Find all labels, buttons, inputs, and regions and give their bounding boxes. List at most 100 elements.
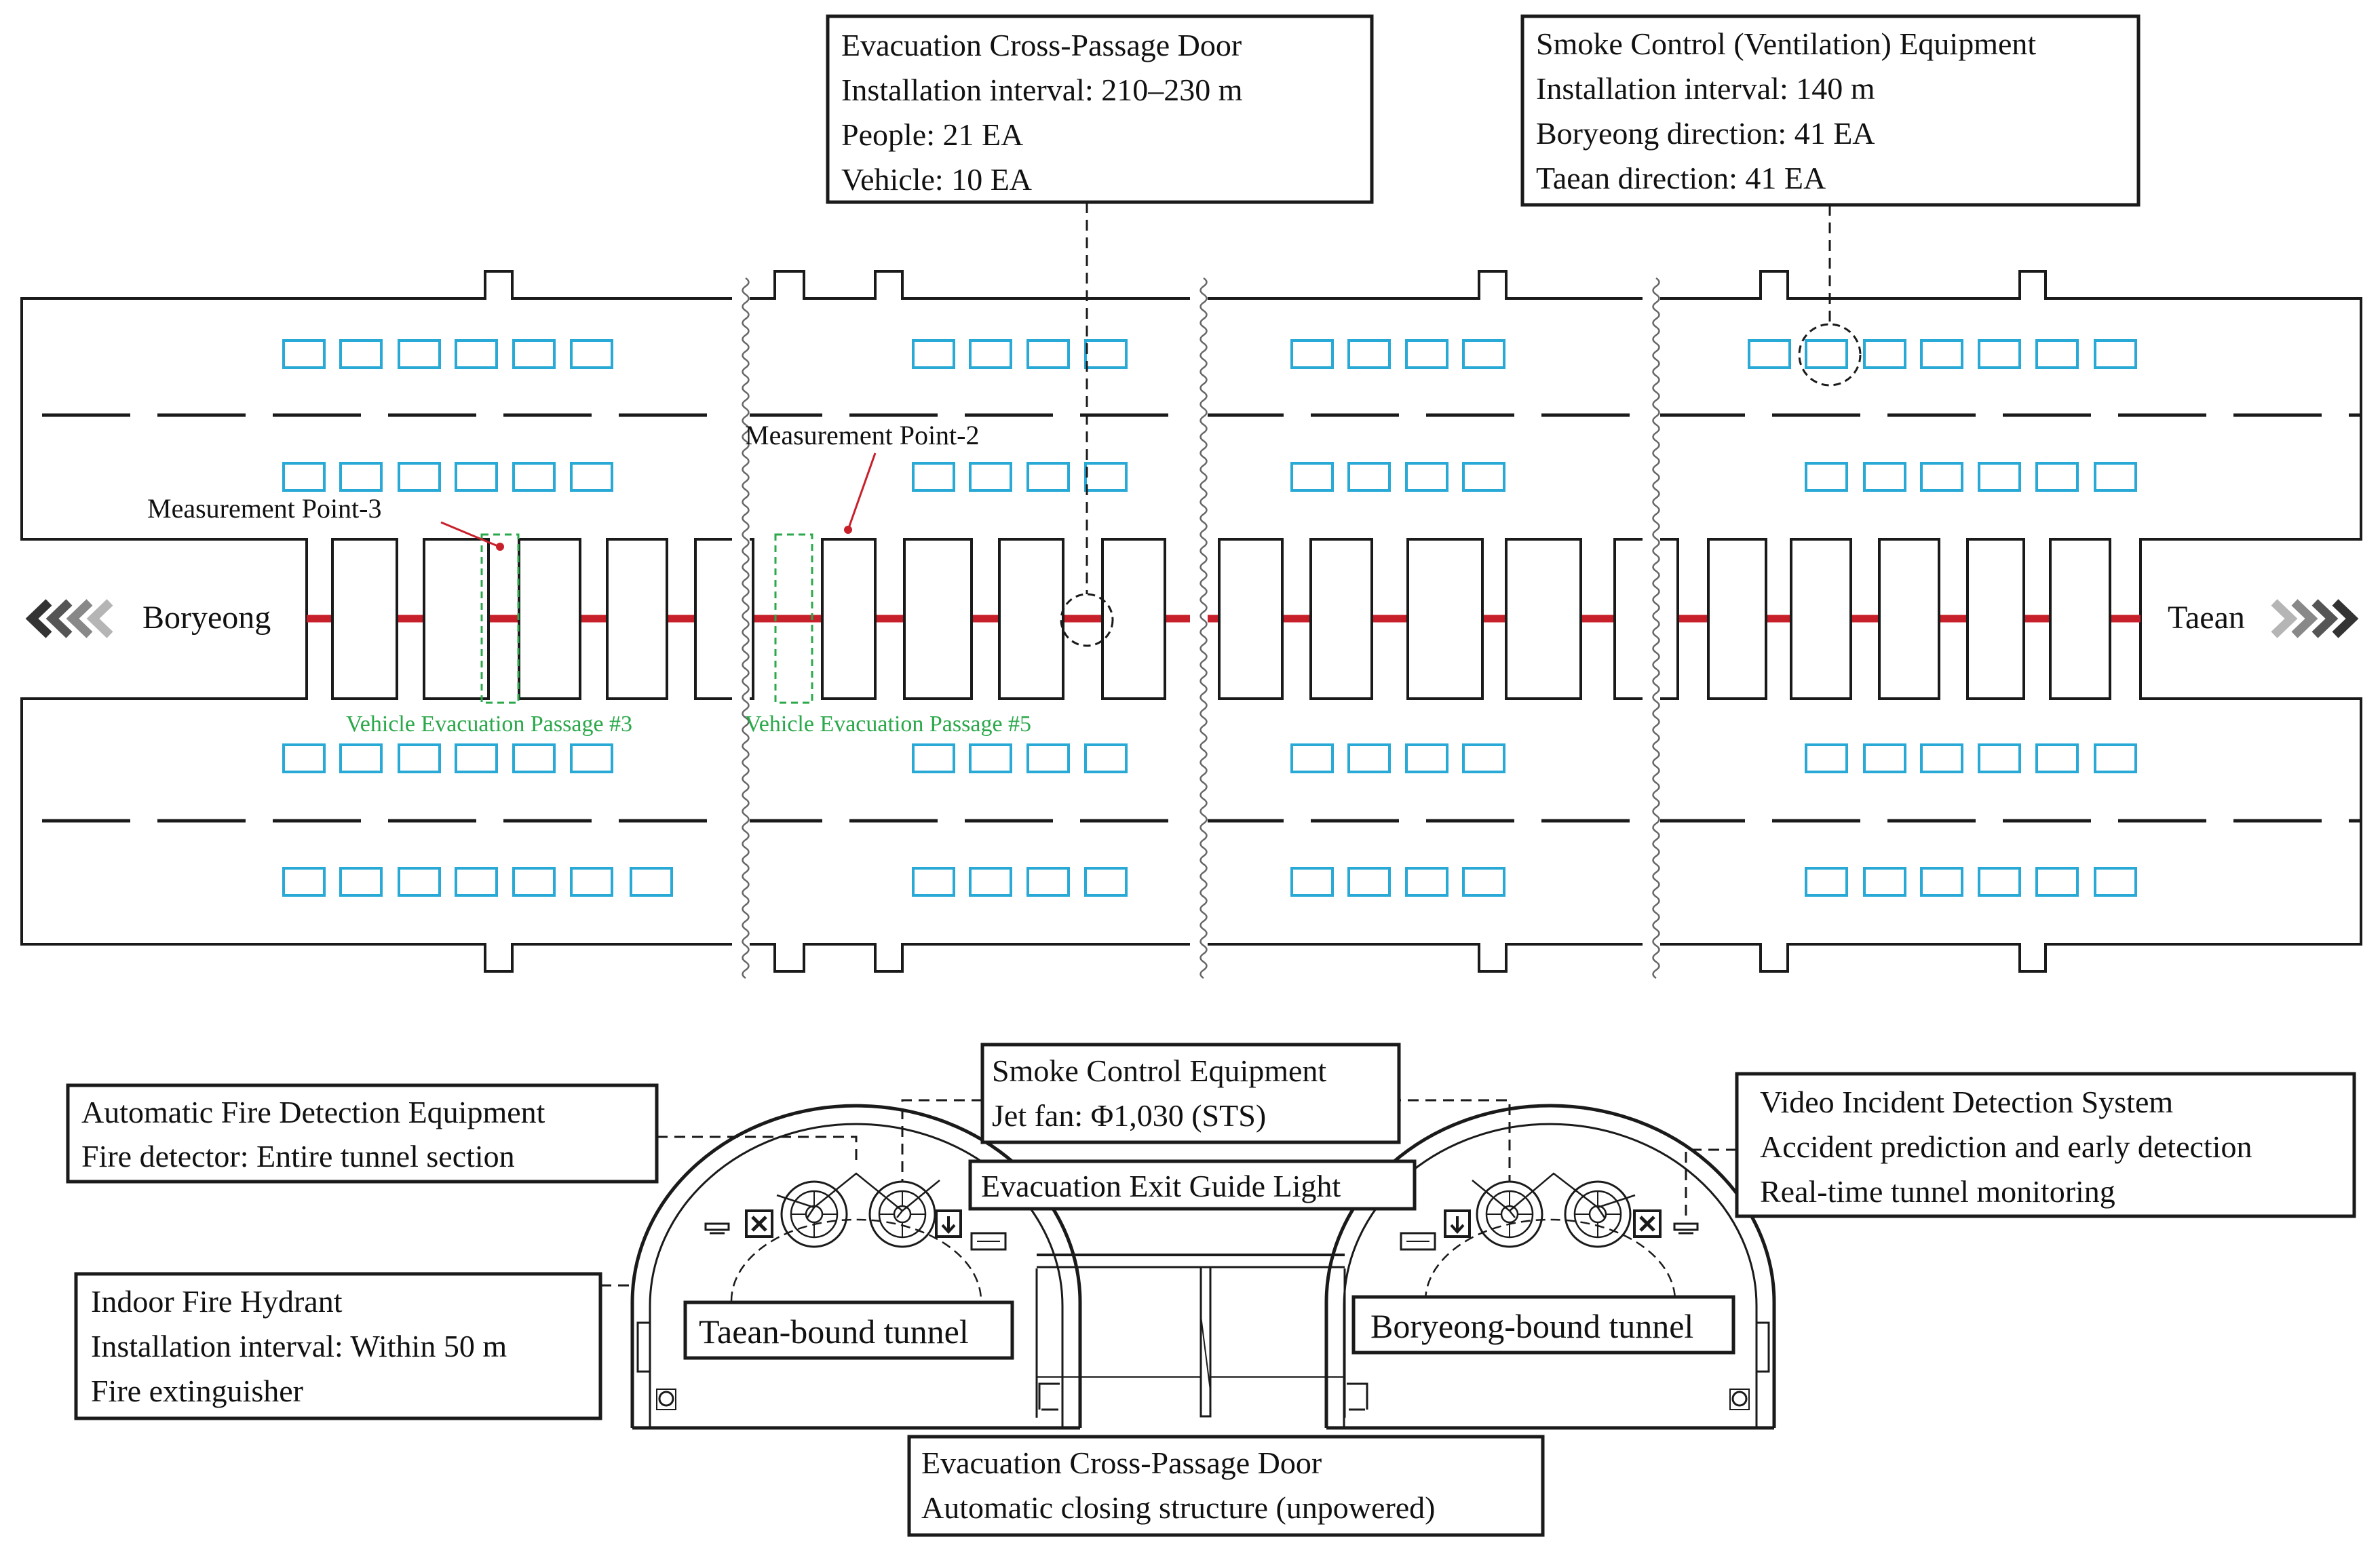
vehicle-icon bbox=[969, 462, 1012, 492]
break-line-icon bbox=[742, 277, 750, 979]
vehicle-icon bbox=[398, 339, 441, 369]
median-block bbox=[606, 538, 668, 700]
fire-detection-callout: Automatic Fire Detection Equipment Fire … bbox=[66, 1083, 659, 1184]
vehicle-icon bbox=[1405, 462, 1448, 492]
svg-text:People: 21 EA: People: 21 EA bbox=[841, 117, 1023, 152]
jet-fan-icon bbox=[868, 1180, 936, 1248]
vehicle-icon bbox=[1863, 743, 1906, 773]
tunnel-cross-section bbox=[630, 1104, 1776, 1430]
exit-guide-light-icon bbox=[1444, 1209, 1471, 1238]
vehicle-icon bbox=[455, 462, 498, 492]
passage-3-label: Vehicle Evacuation Passage #3 bbox=[346, 712, 632, 737]
vehicle-icon bbox=[1084, 743, 1128, 773]
vehicle-icon bbox=[455, 867, 498, 897]
jet-fan-icon bbox=[780, 1180, 848, 1248]
vehicle-icon bbox=[1978, 743, 2021, 773]
ceiling-hangers-left bbox=[776, 1172, 940, 1218]
vehicle-icon bbox=[912, 867, 955, 897]
vehicle-icon bbox=[1405, 743, 1448, 773]
ventilation-equipment-callout: Smoke Control (Ventilation) Equipment In… bbox=[1520, 14, 2141, 207]
median-block bbox=[821, 538, 877, 700]
vehicle-icon bbox=[1026, 462, 1070, 492]
vehicle-icon bbox=[570, 462, 613, 492]
median-block bbox=[998, 538, 1064, 700]
measurement-point-2-marker bbox=[844, 526, 852, 534]
vehicle-icon bbox=[1978, 462, 2021, 492]
svg-text:Fire extinguisher: Fire extinguisher bbox=[91, 1374, 303, 1408]
vehicle-icon bbox=[512, 339, 556, 369]
svg-text:Accident prediction and early: Accident prediction and early detection bbox=[1760, 1129, 2252, 1164]
exit-guide-light-icon bbox=[970, 1232, 1007, 1251]
break-line-icon bbox=[1199, 277, 1208, 979]
vehicle-icon bbox=[339, 743, 383, 773]
vehicle-layer bbox=[282, 339, 2137, 897]
vehicle-icon bbox=[1978, 867, 2021, 897]
fire-detector-icon bbox=[745, 1209, 773, 1238]
ceiling-hangers-right bbox=[1472, 1172, 1636, 1218]
vehicle-icon bbox=[339, 867, 383, 897]
vehicle-icon bbox=[570, 339, 613, 369]
cross-passage-connector bbox=[1035, 1254, 1346, 1418]
vehicle-icon bbox=[1805, 339, 1848, 369]
video-incident-callout: Video Incident Detection System Accident… bbox=[1735, 1072, 2356, 1218]
exit-guide-light-callout: Evacuation Exit Guide Light bbox=[968, 1159, 1417, 1211]
vehicle-evacuation-passage-3 bbox=[480, 533, 520, 704]
median-block bbox=[1878, 538, 1940, 700]
svg-text:Taean direction: 41 EA: Taean direction: 41 EA bbox=[1536, 161, 1826, 195]
vehicle-icon bbox=[2035, 743, 2079, 773]
vehicle-icon bbox=[630, 867, 673, 897]
fire-hydrant-callout: Indoor Fire Hydrant Installation interva… bbox=[74, 1272, 602, 1420]
vehicle-icon bbox=[570, 743, 613, 773]
svg-text:Jet fan: Φ1,030 (STS): Jet fan: Φ1,030 (STS) bbox=[992, 1098, 1266, 1133]
svg-text:Video Incident Detection Syste: Video Incident Detection System bbox=[1760, 1085, 2173, 1119]
vehicle-icon bbox=[1863, 867, 1906, 897]
chevron-right-icon bbox=[2271, 599, 2359, 638]
boryeong-bound-tunnel-label: Boryeong-bound tunnel bbox=[1351, 1295, 1735, 1355]
measurement-point-2-label: Measurement Point-2 bbox=[745, 420, 980, 450]
break-line-icon bbox=[1652, 277, 1660, 979]
vehicle-icon bbox=[1084, 339, 1128, 369]
vehicle-icon bbox=[1462, 462, 1505, 492]
vehicle-icon bbox=[455, 339, 498, 369]
jet-fan-callout: Smoke Control Equipment Jet fan: Φ1,030 … bbox=[980, 1043, 1401, 1144]
measurement-point-3-marker bbox=[496, 543, 504, 551]
vehicle-icon bbox=[1863, 462, 1906, 492]
vehicle-icon bbox=[1347, 743, 1391, 773]
vehicle-icon bbox=[512, 743, 556, 773]
svg-text:Installation interval: Within: Installation interval: Within 50 m bbox=[91, 1329, 507, 1363]
svg-text:Boryeong-bound tunnel: Boryeong-bound tunnel bbox=[1370, 1307, 1693, 1345]
vehicle-icon bbox=[1920, 743, 1963, 773]
vehicle-icon bbox=[1026, 867, 1070, 897]
vehicle-icon bbox=[1290, 867, 1334, 897]
vehicle-icon bbox=[912, 462, 955, 492]
median-block bbox=[1406, 538, 1484, 700]
taean-bound-tunnel-label: Taean-bound tunnel bbox=[683, 1300, 1014, 1360]
jet-fan-icon bbox=[1476, 1180, 1543, 1248]
vehicle-icon bbox=[1290, 462, 1334, 492]
tunnel-outline-path bbox=[20, 270, 2362, 973]
svg-text:Fire detector: Entire tunnel s: Fire detector: Entire tunnel section bbox=[81, 1139, 515, 1173]
break-line-icon bbox=[732, 275, 1660, 980]
vehicle-icon bbox=[969, 339, 1012, 369]
vehicle-icon bbox=[2094, 743, 2137, 773]
vehicle-icon bbox=[2094, 462, 2137, 492]
vehicle-icon bbox=[1920, 867, 1963, 897]
vehicle-icon bbox=[2094, 867, 2137, 897]
vehicle-icon bbox=[339, 339, 383, 369]
vehicle-icon bbox=[455, 743, 498, 773]
vehicle-icon bbox=[398, 462, 441, 492]
vehicle-icon bbox=[1290, 339, 1334, 369]
vehicle-icon bbox=[1084, 462, 1128, 492]
boryeong-bound-tunnel-shell bbox=[1324, 1104, 1776, 1430]
svg-text:Boryeong direction: 41 EA: Boryeong direction: 41 EA bbox=[1536, 116, 1875, 151]
vehicle-icon bbox=[1805, 867, 1848, 897]
vehicle-icon bbox=[398, 867, 441, 897]
vehicle-icon bbox=[1347, 339, 1391, 369]
vehicle-icon bbox=[1405, 867, 1448, 897]
vehicle-icon bbox=[282, 867, 326, 897]
svg-text:Taean-bound tunnel: Taean-bound tunnel bbox=[699, 1313, 969, 1351]
vehicle-icon bbox=[2035, 339, 2079, 369]
vehicle-icon bbox=[282, 339, 326, 369]
vehicle-icon bbox=[512, 462, 556, 492]
median-block bbox=[903, 538, 973, 700]
